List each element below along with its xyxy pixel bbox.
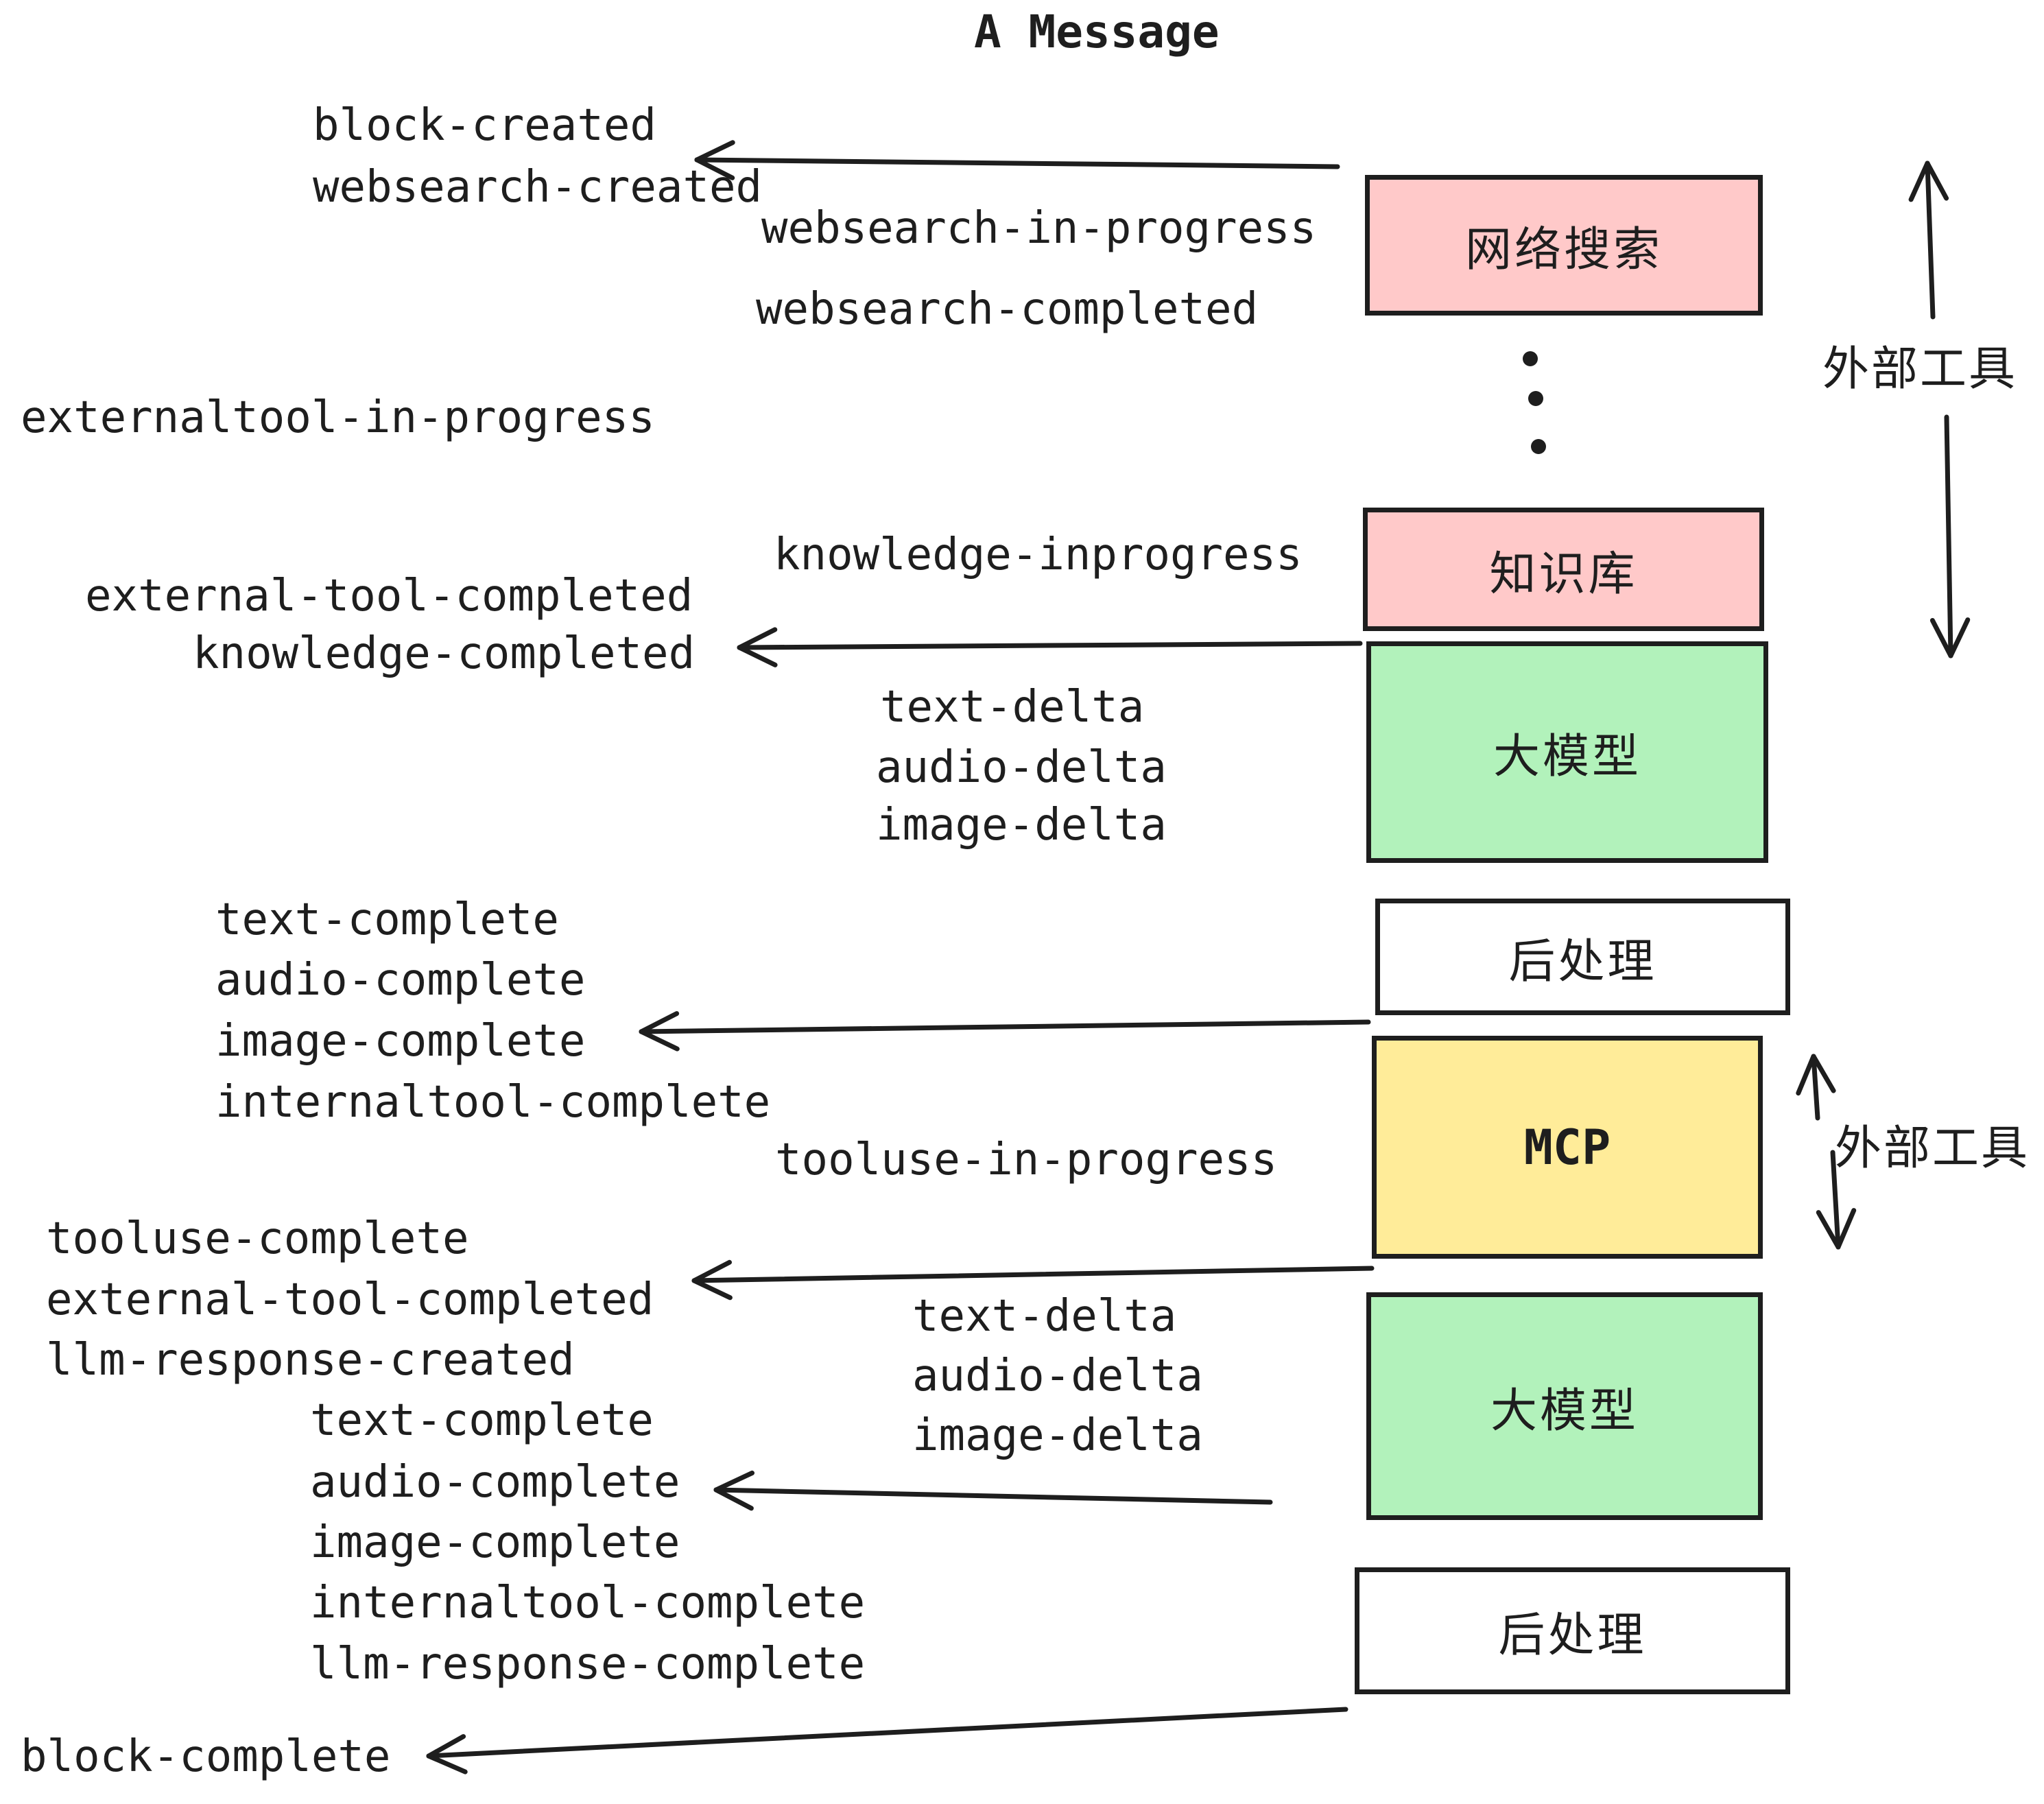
event-label-image-complete-2: image-complete xyxy=(310,1517,680,1568)
llm-box-1-label: 大模型 xyxy=(1493,730,1641,784)
event-label-image-delta-1: image-delta xyxy=(876,800,1167,851)
event-label-block-complete: block-complete xyxy=(21,1731,391,1782)
event-label-websearch-completed: websearch-completed xyxy=(756,284,1259,335)
page-title: A Message xyxy=(974,5,1220,58)
event-label-externaltool-in-progress: externaltool-in-progress xyxy=(21,392,655,443)
event-label-internaltool-complete-2: internaltool-complete xyxy=(310,1578,866,1628)
event-label-block-created: block-created xyxy=(313,100,656,151)
event-label-tooluse-complete: tooluse-complete xyxy=(46,1213,469,1264)
side-label-external-tools-top: 外部工具 xyxy=(1822,342,2018,396)
postprocess-box-1: 后处理 xyxy=(1375,899,1790,1015)
event-label-audio-complete-1: audio-complete xyxy=(215,955,586,1006)
arrow-external-top-up xyxy=(1908,161,1949,320)
postprocess-box-2-label: 后处理 xyxy=(1498,1609,1647,1663)
event-label-text-delta-2: text-delta xyxy=(912,1291,1177,1342)
mcp-box: MCP xyxy=(1372,1036,1763,1259)
knowledge-box: 知识库 xyxy=(1363,508,1764,631)
knowledge-box-label: 知识库 xyxy=(1489,547,1638,602)
event-label-websearch-in-progress: websearch-in-progress xyxy=(761,203,1317,254)
event-label-audio-delta-1: audio-delta xyxy=(876,742,1167,793)
event-label-audio-delta-2: audio-delta xyxy=(912,1351,1203,1401)
event-label-llm-response-complete: llm-response-complete xyxy=(310,1639,866,1689)
event-label-external-tool-completed-1: external-tool-completed xyxy=(85,571,693,621)
ellipsis-dot-1 xyxy=(1523,351,1538,366)
event-label-websearch-created: websearch-created xyxy=(313,162,763,213)
event-label-llm-response-created: llm-response-created xyxy=(46,1335,575,1386)
websearch-box-label: 网络搜索 xyxy=(1464,223,1663,277)
llm-box-2: 大模型 xyxy=(1366,1292,1763,1520)
llm-box-1: 大模型 xyxy=(1366,641,1768,863)
event-label-text-complete-2: text-complete xyxy=(310,1395,654,1446)
event-label-audio-complete-2: audio-complete xyxy=(310,1457,680,1508)
postprocess-box-2: 后处理 xyxy=(1355,1567,1790,1694)
event-label-image-complete-1: image-complete xyxy=(215,1016,586,1067)
side-label-external-tools-mid: 外部工具 xyxy=(1835,1121,2030,1176)
event-label-tooluse-in-progress: tooluse-in-progress xyxy=(775,1135,1278,1185)
arrow-block-complete xyxy=(426,1707,1348,1775)
event-label-text-delta-1: text-delta xyxy=(880,682,1145,733)
arrow-image-complete xyxy=(639,1011,1371,1052)
event-label-knowledge-completed: knowledge-completed xyxy=(193,628,696,679)
event-label-external-tool-completed-2: external-tool-completed xyxy=(46,1274,654,1325)
event-label-internaltool-complete-1: internaltool-complete xyxy=(215,1077,771,1128)
postprocess-box-1-label: 后处理 xyxy=(1508,934,1657,989)
llm-box-2-label: 大模型 xyxy=(1490,1384,1639,1438)
websearch-box: 网络搜索 xyxy=(1365,175,1763,316)
event-label-knowledge-inprogress: knowledge-inprogress xyxy=(774,530,1303,580)
event-label-text-complete-1: text-complete xyxy=(215,894,559,945)
ellipsis-dot-3 xyxy=(1531,439,1546,454)
arrow-external-mid-up xyxy=(1796,1054,1836,1121)
event-label-image-delta-2: image-delta xyxy=(912,1410,1203,1461)
ellipsis-dot-2 xyxy=(1528,391,1543,406)
mcp-box-label: MCP xyxy=(1523,1119,1611,1176)
arrow-audio-complete-2 xyxy=(713,1470,1273,1511)
arrow-block-created xyxy=(694,140,1340,180)
arrow-external-top-down xyxy=(1929,414,1971,658)
arrow-knowledge-completed xyxy=(737,627,1363,667)
